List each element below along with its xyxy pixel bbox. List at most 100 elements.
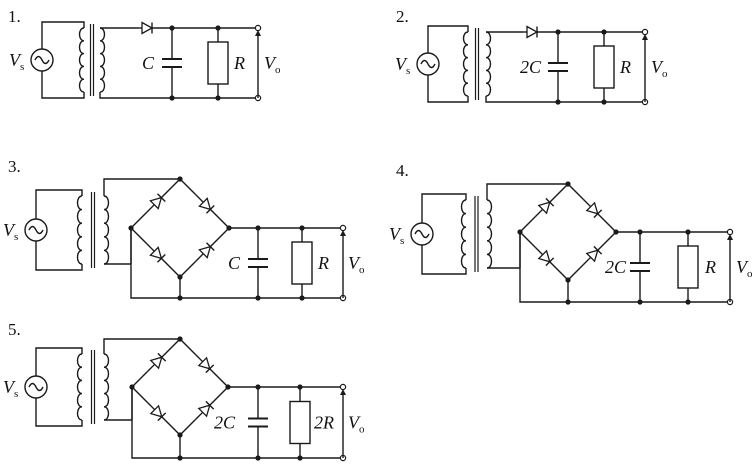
resistor-body	[207, 41, 229, 85]
capacitor-label: 2C	[605, 257, 627, 277]
junction-dot	[555, 99, 561, 105]
diode	[138, 21, 154, 35]
junction-dot	[297, 455, 303, 461]
wire	[130, 227, 148, 245]
output-voltage-label: Vo	[651, 57, 668, 80]
wire	[519, 231, 536, 248]
junction-dot	[299, 295, 305, 301]
junction-dot	[169, 95, 175, 101]
wire	[427, 25, 469, 53]
diode	[146, 352, 167, 373]
sine-wave-icon	[28, 382, 44, 392]
wire	[597, 231, 617, 251]
wire	[179, 338, 196, 355]
wire	[131, 386, 148, 403]
primary-winding	[76, 195, 83, 265]
diode	[194, 400, 215, 421]
junction-dot	[685, 229, 691, 235]
junction-dot	[169, 25, 175, 31]
wire	[209, 386, 229, 406]
diode-triangle	[198, 245, 212, 259]
diode-triangle	[537, 249, 551, 263]
junction-dot	[215, 95, 221, 101]
diode	[195, 194, 215, 214]
diode	[534, 197, 555, 218]
wire	[160, 257, 181, 278]
resistor	[677, 232, 699, 302]
junction-dot	[215, 25, 221, 31]
diode-triangle	[197, 404, 211, 418]
source-label: Vs	[9, 50, 24, 73]
output-voltage-label: Vo	[736, 257, 753, 280]
junction-dot	[555, 29, 561, 35]
diode-triangle	[537, 201, 551, 215]
secondary-winding	[103, 353, 110, 421]
junction-dot	[601, 99, 607, 105]
wire	[194, 353, 204, 363]
source-label: Vs	[3, 220, 18, 243]
capacitor	[248, 387, 268, 458]
output-voltage-label: Vo	[348, 413, 365, 436]
wire	[519, 232, 730, 303]
capacitor	[548, 32, 568, 102]
arrow-head-icon	[642, 34, 648, 40]
resistor-label: R	[619, 57, 631, 77]
wire	[35, 241, 83, 271]
resistor-label: R	[233, 53, 245, 73]
wire	[179, 178, 197, 196]
junction-dot	[255, 455, 261, 461]
resistor	[289, 387, 311, 458]
sine-wave-icon	[28, 225, 44, 235]
junction-dot	[177, 295, 183, 301]
capacitor-label: C	[142, 53, 155, 73]
wire	[35, 189, 83, 219]
wire	[194, 411, 204, 421]
wire	[146, 363, 156, 373]
wire	[103, 338, 180, 354]
junction-dot	[177, 336, 183, 342]
primary-winding	[460, 199, 467, 269]
primary-winding	[76, 353, 83, 421]
junction-dot	[601, 29, 607, 35]
wire	[209, 208, 230, 229]
junction-dot	[565, 181, 571, 187]
resistor-label: R	[704, 257, 716, 277]
wire	[582, 256, 592, 266]
capacitor	[630, 232, 650, 302]
junction-dot	[297, 384, 303, 390]
wire	[130, 228, 343, 299]
secondary-winding	[486, 199, 493, 269]
resistor	[207, 28, 229, 98]
capacitor-label: 2C	[520, 57, 542, 77]
wire	[103, 178, 180, 196]
wire	[146, 243, 155, 252]
circuit-number: 4.	[396, 161, 409, 180]
wire	[486, 183, 568, 200]
wire	[131, 371, 148, 388]
arrow-head-icon	[255, 30, 261, 36]
resistor	[593, 32, 615, 102]
secondary-winding	[99, 27, 106, 93]
secondary-winding	[485, 31, 492, 97]
diode-triangle	[197, 356, 211, 370]
wire	[209, 368, 229, 388]
resistor-body	[677, 245, 699, 289]
circuit-number: 5.	[8, 320, 21, 339]
resistor-body	[289, 400, 311, 445]
circuit-number: 3.	[8, 157, 21, 176]
wire	[131, 387, 343, 459]
sine-wave-icon	[420, 59, 436, 69]
diode-triangle	[198, 197, 212, 211]
capacitor-label: C	[228, 253, 241, 273]
wire	[209, 227, 230, 248]
secondary-winding	[103, 195, 110, 265]
source-label: Vs	[3, 377, 18, 400]
resistor-body	[291, 241, 313, 285]
wire	[567, 264, 584, 281]
diode-triangle	[585, 249, 599, 263]
junction-dot	[565, 299, 571, 305]
resistor-label: 2R	[314, 413, 334, 433]
